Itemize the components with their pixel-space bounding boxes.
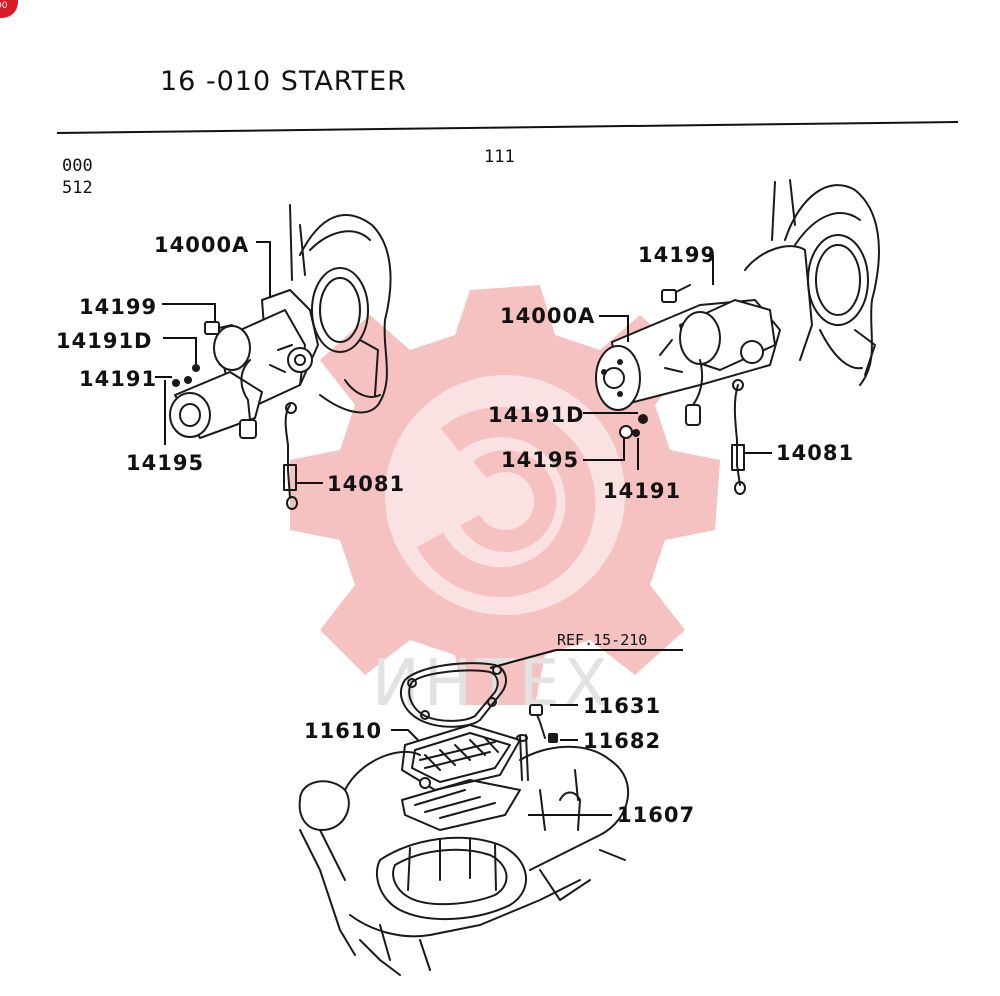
label-left-14191: 14191 bbox=[79, 367, 157, 391]
code-right: 111 bbox=[484, 147, 515, 167]
left-leaders bbox=[155, 241, 323, 484]
label-right-14199: 14199 bbox=[638, 243, 716, 267]
label-right-14000a: 14000A bbox=[500, 304, 595, 328]
label-11607: 11607 bbox=[617, 803, 695, 827]
code-left-2: 512 bbox=[62, 178, 93, 198]
left-starter-drawing bbox=[169, 204, 392, 510]
label-left-14195: 14195 bbox=[126, 451, 204, 475]
label-left-14191d: 14191D bbox=[56, 329, 153, 353]
label-right-14191: 14191 bbox=[603, 479, 681, 503]
label-11610: 11610 bbox=[304, 719, 382, 743]
bottom-leaders bbox=[391, 649, 683, 816]
corner-badge bbox=[0, 0, 18, 18]
label-11631: 11631 bbox=[583, 694, 661, 718]
code-left-1: 000 bbox=[62, 156, 93, 176]
intake-heater-drawing bbox=[298, 662, 629, 976]
right-starter-drawing bbox=[595, 179, 880, 495]
label-left-14081: 14081 bbox=[327, 472, 405, 496]
label-left-14199: 14199 bbox=[79, 295, 157, 319]
page-title: 16 -010 STARTER bbox=[160, 66, 407, 97]
label-ref-15-210: REF.15-210 bbox=[557, 631, 647, 649]
corner-badge-text: 00 bbox=[0, 1, 8, 11]
label-right-14195: 14195 bbox=[501, 448, 579, 472]
label-left-14000a: 14000A bbox=[154, 233, 249, 257]
label-11682: 11682 bbox=[583, 729, 661, 753]
right-leaders bbox=[583, 255, 772, 470]
header-divider bbox=[56, 121, 959, 134]
label-right-14191d: 14191D bbox=[488, 403, 585, 427]
label-right-14081: 14081 bbox=[776, 441, 854, 465]
